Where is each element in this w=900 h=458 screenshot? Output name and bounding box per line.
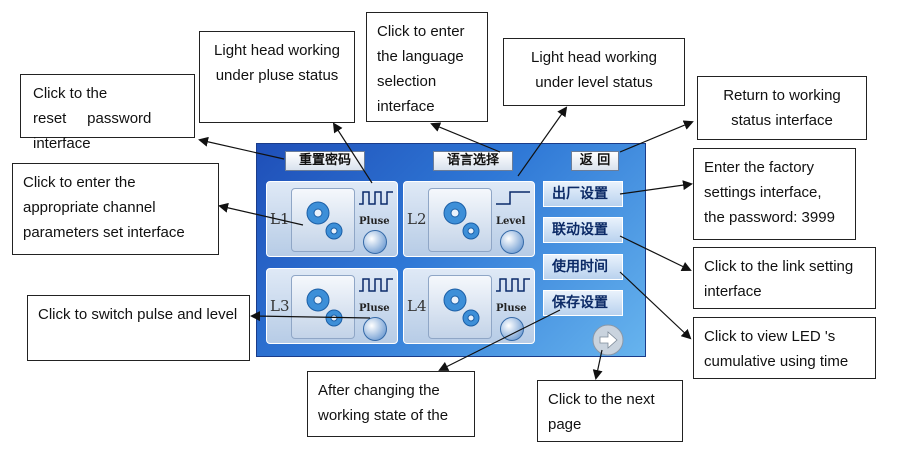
gear-icon[interactable] — [291, 188, 355, 252]
device-screen: 重置密码 语言选择 返 回 L1 Pluse L2 Level L3 — [256, 143, 646, 357]
callout-reset-password: Click to the reset password interface — [20, 74, 195, 152]
callout-switch-mode: Click to switch pulse and level — [27, 295, 250, 361]
callout-channel-settings: Click to enter the appropriate channel p… — [12, 163, 219, 255]
channel-panel-l3[interactable]: L3 Pluse — [266, 268, 398, 344]
callout-language: Click to enter the language selection in… — [366, 12, 488, 122]
callout-level-status: Light head working under level status — [503, 38, 685, 106]
channel-label: L3 — [270, 297, 290, 315]
gear-icon[interactable] — [428, 188, 492, 252]
next-arrow-icon[interactable] — [592, 324, 624, 356]
callout-return: Return to working status interface — [697, 76, 867, 140]
channel-panel-l2[interactable]: L2 Level — [403, 181, 535, 257]
link-settings-button[interactable]: 联动设置 — [543, 217, 623, 243]
level-wave-icon — [496, 191, 530, 205]
gear-icon[interactable] — [291, 275, 355, 339]
pulse-wave-icon — [359, 278, 393, 292]
save-settings-button[interactable]: 保存设置 — [543, 290, 623, 316]
callout-factory-settings: Enter the factory settings interface, th… — [693, 148, 856, 240]
callout-after-change: After changing the working state of the — [307, 371, 475, 437]
mode-label: Pluse — [496, 303, 527, 314]
switch-knob[interactable] — [500, 317, 524, 341]
switch-knob[interactable] — [500, 230, 524, 254]
switch-knob[interactable] — [363, 230, 387, 254]
channel-label: L4 — [407, 297, 427, 315]
gear-icon[interactable] — [428, 275, 492, 339]
language-select-button[interactable]: 语言选择 — [433, 151, 513, 171]
callout-link-settings: Click to the link setting interface — [693, 247, 876, 309]
callout-pulse-status: Light head working under pluse status — [199, 31, 355, 123]
channel-label: L2 — [407, 210, 427, 228]
use-time-button[interactable]: 使用时间 — [543, 254, 623, 280]
callout-use-time: Click to view LED 's cumulative using ti… — [693, 317, 876, 379]
mode-label: Pluse — [359, 216, 390, 227]
switch-knob[interactable] — [363, 317, 387, 341]
back-button[interactable]: 返 回 — [571, 151, 619, 171]
pulse-wave-icon — [359, 191, 393, 205]
callout-next-page: Click to the next page — [537, 380, 683, 442]
mode-label: Level — [496, 216, 526, 227]
pulse-wave-icon — [496, 278, 530, 292]
mode-label: Pluse — [359, 303, 390, 314]
channel-panel-l4[interactable]: L4 Pluse — [403, 268, 535, 344]
channel-label: L1 — [270, 210, 290, 228]
channel-panel-l1[interactable]: L1 Pluse — [266, 181, 398, 257]
reset-password-button[interactable]: 重置密码 — [285, 151, 365, 171]
